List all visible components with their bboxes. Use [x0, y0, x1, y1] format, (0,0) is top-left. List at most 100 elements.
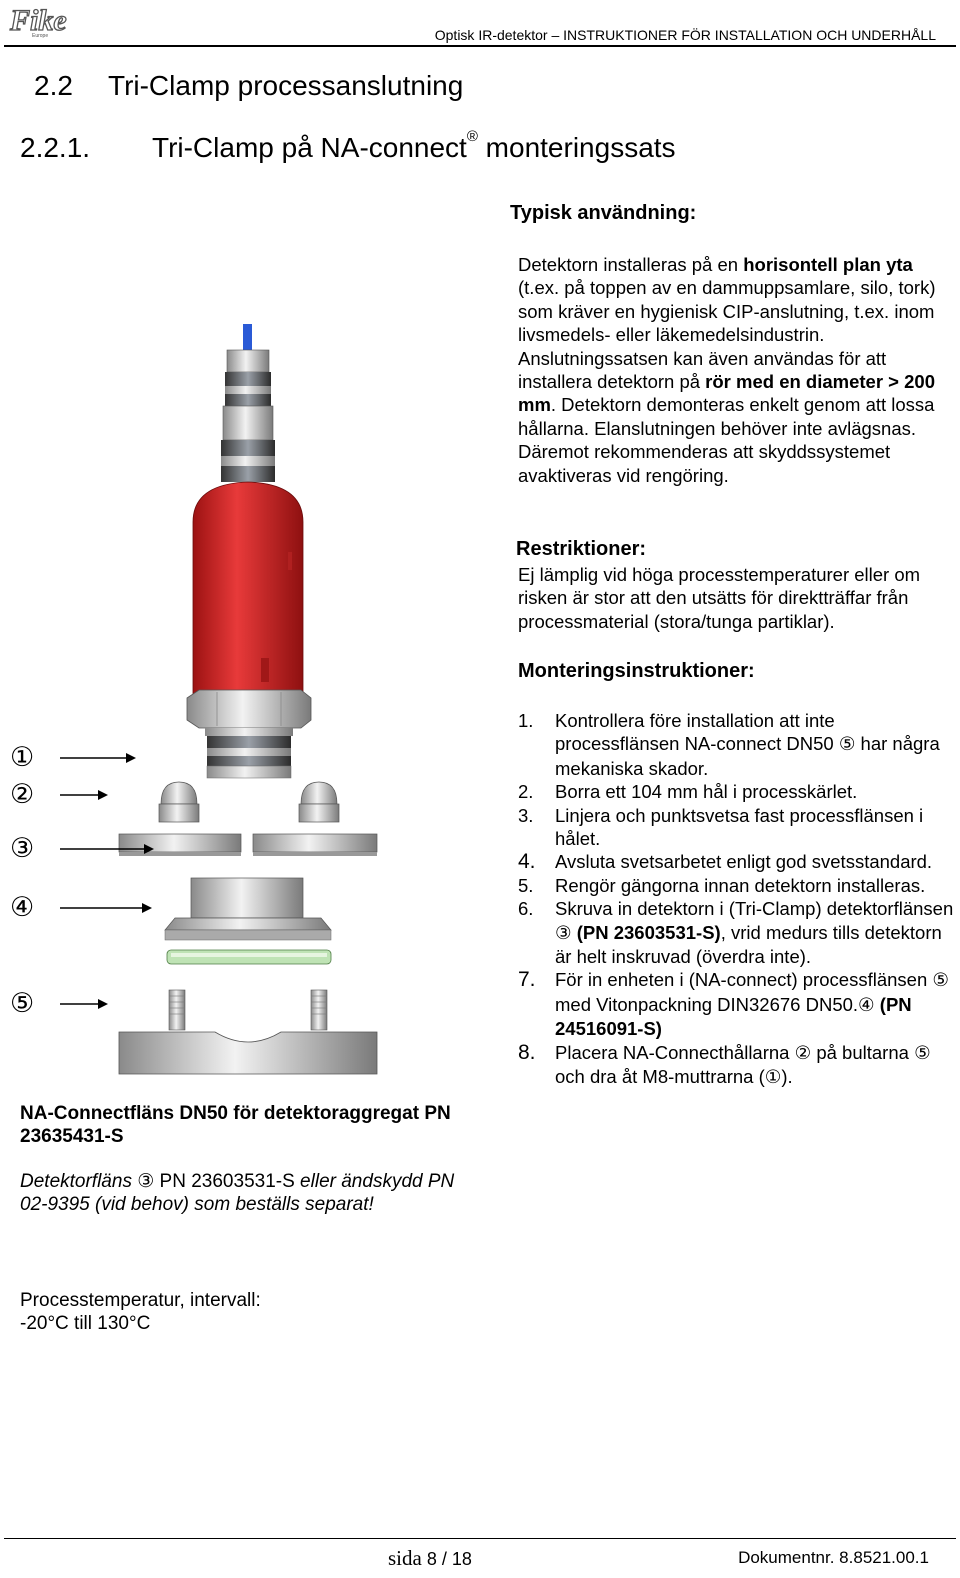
- typical-use-text: Detektorn installeras på en horisontell …: [518, 253, 938, 487]
- mounting-heading: Monteringsinstruktioner:: [518, 660, 755, 682]
- subsection-title-a: Tri-Clamp på NA-connect: [152, 132, 467, 163]
- page-separator: /: [436, 1549, 452, 1569]
- step-2: 2. Borra ett 104 mm hål i processkärlet.: [518, 780, 954, 803]
- callout-3: ③: [6, 831, 154, 871]
- arrow-right-icon: [60, 790, 108, 800]
- typical-bold-1: horisontell plan yta: [743, 254, 913, 275]
- step-part-number: (PN 23603531-S): [571, 921, 721, 943]
- caption-part-number: NA-Connectfläns DN50 för detektoraggrega…: [20, 1103, 451, 1148]
- total-pages: 18: [451, 1549, 472, 1569]
- step-text-b: , vrid medurs tills detektorn är helt in…: [555, 921, 942, 968]
- callout-ref-2: ②: [794, 1042, 812, 1064]
- step-3: 3. Linjera och punktsvetsa fast processf…: [518, 804, 954, 851]
- step-text-b: med Vitonpackning DIN32676 DN50.: [555, 993, 859, 1015]
- section-number: 2.2: [34, 70, 73, 101]
- callout-label: ③: [10, 833, 35, 864]
- temperature-range: -20°C till 130°C: [20, 1313, 151, 1335]
- restrictions-text: Ej lämplig vid höga processtemperaturer …: [518, 564, 921, 632]
- mounting-steps: 1. Kontrollera före installation att int…: [518, 709, 954, 1090]
- step-8: 8. Placera NA-Connecthållarna ② på bulta…: [518, 1041, 954, 1090]
- step-number: 1.: [518, 710, 534, 731]
- header-rule: [4, 45, 956, 47]
- step-text-a: För in enheten i (NA-connect) processflä…: [555, 969, 933, 991]
- callout-label: ②: [10, 779, 35, 810]
- section-heading: 2.2 Tri-Clamp processanslutning: [34, 70, 463, 102]
- callout-ref-5: ⑤: [838, 734, 856, 756]
- registered-mark: ®: [466, 128, 478, 145]
- section-title: Tri-Clamp processanslutning: [108, 70, 464, 101]
- step-text: Kontrollera före installation att inte p…: [555, 709, 954, 780]
- step-text: Borra ett 104 mm hål i processkärlet.: [555, 781, 858, 803]
- step-text-b: på bultarna: [811, 1041, 915, 1063]
- figure-caption-note: Detektorfläns ③ PN 23603531-S eller änds…: [20, 1170, 460, 1217]
- step-text: Linjera och punktsvetsa fast processflän…: [555, 804, 924, 850]
- page-number: sida 8 / 18: [388, 1546, 472, 1571]
- callout-ref-4: ④: [858, 994, 875, 1016]
- step-part-number: (PN 24516091-S): [555, 993, 912, 1040]
- process-temperature: Processtemperatur, intervall: -20°C till…: [20, 1289, 261, 1336]
- callout-label: ①: [10, 742, 35, 773]
- typical-bold-2: rör med en diameter > 200 mm: [518, 371, 935, 416]
- arrow-right-icon: [60, 903, 152, 913]
- subsection-title-b: monteringssats: [477, 132, 676, 163]
- step-text: Avsluta svetsarbetet enligt god svetssta…: [555, 851, 933, 873]
- svg-text:Europe: Europe: [32, 33, 48, 38]
- step-4: 4. Avsluta svetsarbetet enligt god svets…: [518, 850, 954, 873]
- arrow-right-icon: [60, 844, 154, 854]
- step-5: 5. Rengör gängorna innan detektorn insta…: [518, 874, 954, 897]
- svg-text:Fike: Fike: [9, 4, 67, 37]
- step-6: 6. Skruva in detektorn i (Tri-Clamp) det…: [518, 897, 954, 968]
- step-number: 7.: [518, 968, 536, 992]
- typical-text-3: . Detektorn demonteras enkelt genom att …: [518, 394, 935, 486]
- callout-ref-1: ①: [764, 1067, 782, 1089]
- document-title: Optisk IR-detektor – INSTRUKTIONER FÖR I…: [434, 27, 936, 43]
- arrow-right-icon: [60, 999, 108, 1009]
- callout-ref-5: ⑤: [932, 970, 949, 992]
- typical-use-heading: Typisk användning:: [510, 202, 697, 224]
- step-text: Rengör gängorna innan detektorn installe…: [555, 874, 926, 896]
- step-text-d: och dra åt M8-muttrarna (: [555, 1066, 765, 1088]
- step-number: 5.: [518, 874, 534, 896]
- callout-label: ④: [10, 892, 35, 923]
- callout-5: ⑤: [6, 986, 146, 1026]
- arrow-right-icon: [60, 753, 136, 763]
- step-text-a: Placera NA-Connecthållarna: [555, 1041, 795, 1063]
- step-text: För in enheten i (NA-connect) processflä…: [555, 968, 954, 1040]
- callout-1: ①: [6, 740, 146, 780]
- callout-label: ⑤: [10, 988, 35, 1019]
- callout-ref-3: ③: [555, 922, 572, 944]
- typical-text-2: (t.ex. på toppen av en dammuppsamlare, s…: [518, 277, 936, 393]
- document-number: Dokumentnr. 8.8521.00.1: [738, 1548, 929, 1567]
- fike-logo: Fike Europe: [8, 4, 89, 38]
- detector-illustration: [118, 324, 378, 1075]
- m8-nut: [158, 781, 200, 823]
- step-text-a: Kontrollera före installation att inte p…: [555, 710, 839, 755]
- step-number: 8.: [518, 1040, 536, 1064]
- step-text: Skruva in detektorn i (Tri-Clamp) detekt…: [555, 897, 954, 968]
- step-number: 6.: [518, 898, 534, 920]
- callout-2: ②: [6, 777, 146, 817]
- caption-note-b: eller ändskydd PN 02-9395 (vid behov) so…: [20, 1171, 455, 1216]
- subsection-heading: 2.2.1. Tri-Clamp på NA-connect® montering…: [20, 128, 676, 164]
- step-number: 4.: [518, 850, 536, 874]
- callout-ref-3: ③: [137, 1170, 155, 1192]
- step-text: Placera NA-Connecthållarna ② på bultarna…: [555, 1041, 954, 1090]
- step-number: 2.: [518, 781, 534, 803]
- footer-rule: [4, 1538, 956, 1539]
- subsection-number: 2.2.1.: [20, 132, 91, 163]
- step-text-e: ).: [781, 1066, 793, 1088]
- restrictions-heading: Restriktioner:: [516, 538, 647, 560]
- step-number: 3.: [518, 804, 534, 826]
- caption-note-pn: PN 23603531-S: [154, 1171, 295, 1192]
- caption-note-a: Detektorfläns: [20, 1171, 138, 1192]
- m8-nut: [298, 781, 340, 823]
- callout-ref-5: ⑤: [914, 1042, 931, 1064]
- step-7: 7. För in enheten i (NA-connect) process…: [518, 968, 954, 1040]
- typical-text-1: Detektorn installeras på en: [518, 254, 744, 275]
- figure-caption-bold: NA-Connectfläns DN50 för detektoraggrega…: [20, 1102, 460, 1149]
- step-1: 1. Kontrollera före installation att int…: [518, 709, 954, 780]
- page-label: sida: [388, 1546, 422, 1570]
- current-page: 8: [426, 1549, 437, 1569]
- step-text-a: Skruva in detektorn i (Tri-Clamp) detekt…: [555, 898, 954, 920]
- temperature-label: Processtemperatur, intervall:: [20, 1290, 261, 1311]
